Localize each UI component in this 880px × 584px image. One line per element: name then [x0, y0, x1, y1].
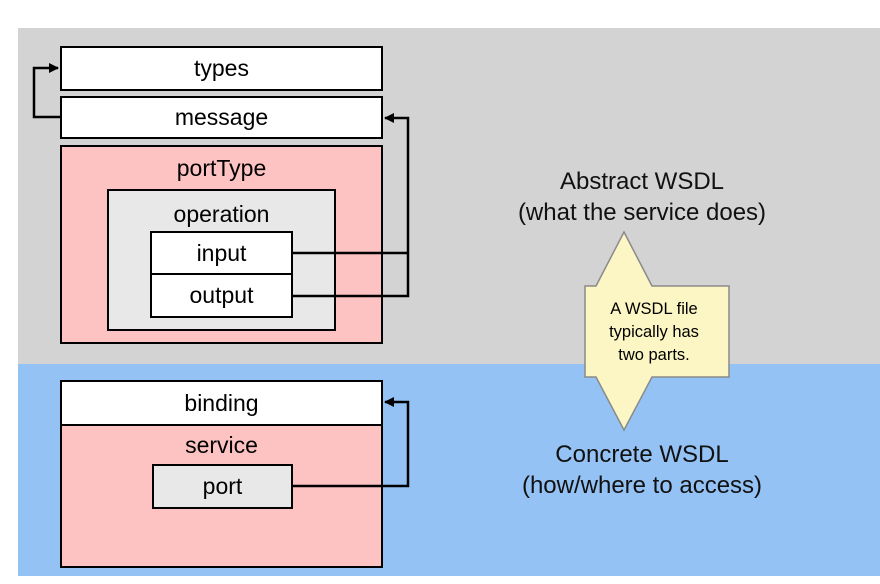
callout-shape	[584, 230, 730, 432]
service-label: service	[185, 432, 258, 458]
porttype-label: portType	[176, 155, 267, 181]
operation-label: operation	[173, 201, 270, 227]
output-box: output	[150, 273, 293, 318]
abstract-wsdl-title: Abstract WSDL	[559, 168, 725, 195]
types-label: types	[194, 55, 249, 81]
message-box: message	[60, 96, 383, 139]
abstract-wsdl-subtitle: (what the service does)	[517, 199, 767, 226]
callout-text: A WSDL file typically has two parts.	[586, 298, 722, 367]
callout-line-2: typically has	[609, 323, 699, 341]
message-to-types-arrow	[32, 63, 60, 119]
output-to-message-arrow	[293, 113, 410, 298]
port-box: port	[152, 464, 293, 509]
concrete-wsdl-title: Concrete WSDL	[555, 441, 729, 468]
concrete-wsdl-subtitle: (how/where to access)	[521, 472, 763, 499]
concrete-wsdl-label: Concrete WSDL (how/where to access)	[482, 439, 802, 501]
binding-label: binding	[184, 389, 259, 416]
callout-line-1: A WSDL file	[610, 300, 698, 318]
input-label: input	[196, 239, 247, 266]
callout-line-3: two parts.	[618, 346, 690, 364]
message-label: message	[174, 104, 269, 130]
types-box: types	[60, 46, 383, 91]
output-label: output	[189, 282, 254, 308]
port-to-binding-arrow	[293, 397, 410, 488]
abstract-wsdl-label: Abstract WSDL (what the service does)	[482, 166, 802, 228]
port-label: port	[202, 473, 243, 499]
